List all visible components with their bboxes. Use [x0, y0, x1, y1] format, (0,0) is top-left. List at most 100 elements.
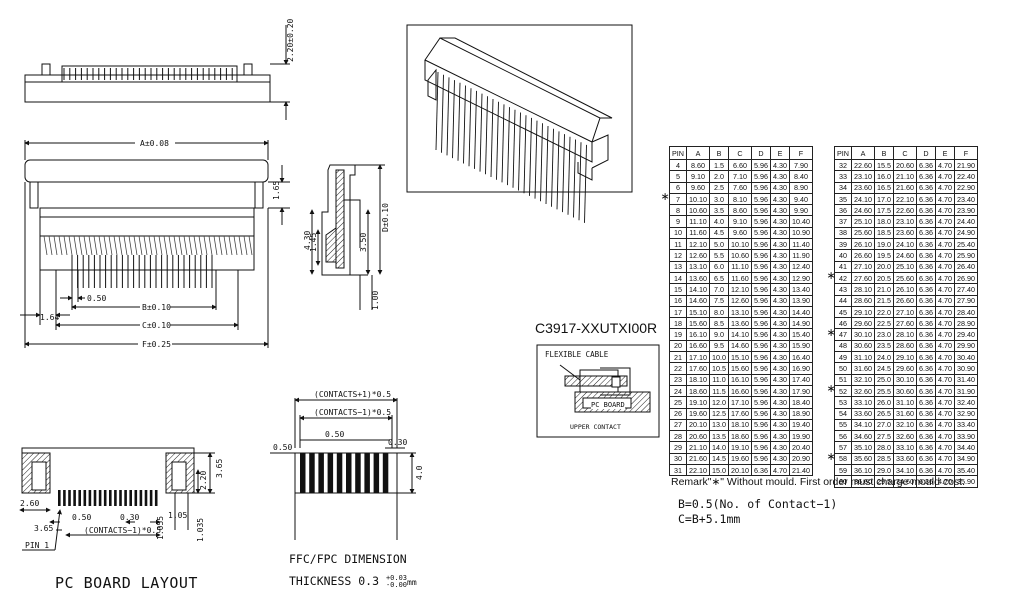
- pcb-dim-105: 1.05: [168, 511, 187, 520]
- table-cell-d: 6.36: [915, 305, 936, 319]
- dim-220: 2.20±0.20: [286, 18, 295, 62]
- table-cell-b: 17.0: [873, 192, 894, 206]
- table-cell-e: 4.70: [934, 384, 955, 398]
- table-cell-pin: 58: [834, 452, 852, 466]
- table-cell-d: 5.96: [750, 260, 771, 273]
- thickness-value: THICKNESS 0.3: [289, 574, 380, 588]
- table-cell-a: 8.60: [685, 158, 710, 172]
- table-cell-a: 11.10: [685, 215, 710, 228]
- table-cell-d: 5.96: [750, 339, 771, 353]
- table-cell-b: 16.5: [873, 181, 894, 194]
- table-cell-b: 15.0: [708, 464, 729, 477]
- table-cell-b: 26.0: [873, 396, 894, 409]
- table-cell-b: 4.5: [708, 226, 729, 240]
- table-cell-f: 27.40: [953, 283, 978, 296]
- table-cell-e: 4.30: [769, 418, 790, 432]
- dim-c: C±0.10: [142, 321, 171, 330]
- pcb-dim-1055: 1.055: [156, 516, 165, 540]
- table-cell-d: 5.96: [750, 226, 771, 240]
- pcb-pad: [114, 490, 117, 506]
- table-cell-pin: 23: [669, 373, 687, 386]
- table-cell-b: 3.5: [708, 204, 729, 217]
- table-cell-pin: 24: [669, 384, 687, 398]
- table-cell-pin: 30: [669, 452, 687, 466]
- table-header-b: B: [873, 146, 894, 160]
- ffc-dim-050: 0.50: [273, 443, 292, 452]
- table-cell-f: 24.40: [953, 215, 978, 228]
- iso-pin: [551, 128, 554, 207]
- front-hatch-line: [168, 235, 173, 256]
- table-cell-e: 4.30: [769, 181, 790, 194]
- table-cell-c: 11.10: [727, 260, 752, 273]
- table-cell-a: 27.60: [850, 271, 875, 285]
- table-cell-d: 6.36: [915, 362, 936, 375]
- table-cell-b: 11.0: [708, 373, 729, 386]
- table-cell-a: 33.60: [850, 407, 875, 420]
- table-cell-f: 19.90: [788, 430, 813, 443]
- table-cell-a: 10.10: [685, 192, 710, 206]
- table-header-a: A: [850, 146, 875, 160]
- table-cell-a: 15.60: [685, 317, 710, 330]
- table-cell-c: 20.10: [727, 464, 752, 477]
- front-hatch-line: [58, 235, 63, 256]
- ffc-conductor: [373, 453, 380, 493]
- pcb-layout: [19, 447, 215, 551]
- table-header-c: C: [892, 146, 917, 160]
- table-cell-e: 4.70: [934, 271, 955, 285]
- table-cell-f: 33.40: [953, 418, 978, 432]
- table-cell-d: 6.36: [915, 170, 936, 183]
- table-cell-e: 4.30: [769, 260, 790, 273]
- table-cell-pin: 37: [834, 215, 852, 228]
- table-cell-f: 9.90: [788, 204, 813, 217]
- table-cell-b: 22.5: [873, 317, 894, 330]
- table-cell-a: 9.60: [685, 181, 710, 194]
- table-cell-c: 19.10: [727, 441, 752, 454]
- table-cell-a: 32.10: [850, 373, 875, 386]
- table-cell-pin: 49: [834, 351, 852, 364]
- front-hatch-line: [118, 235, 123, 256]
- table-cell-c: 27.10: [892, 305, 917, 319]
- top-view: [24, 25, 290, 120]
- table-cell-d: 6.36: [915, 283, 936, 296]
- table-cell-b: 21.0: [873, 283, 894, 296]
- table-cell-f: 20.40: [788, 441, 813, 454]
- dim-164: 1.64: [40, 313, 59, 322]
- table-cell-d: 6.36: [915, 328, 936, 341]
- table-cell-e: 4.70: [934, 249, 955, 262]
- table-cell-c: 32.10: [892, 418, 917, 432]
- table-cell-pin: 22: [669, 362, 687, 375]
- table-cell-b: 2.5: [708, 181, 729, 194]
- table-cell-e: 4.70: [934, 418, 955, 432]
- table-cell-e: 4.70: [769, 464, 790, 477]
- table-cell-a: 10.60: [685, 204, 710, 217]
- table-cell-a: 35.10: [850, 441, 875, 454]
- table-cell-c: 10.10: [727, 238, 752, 251]
- table-cell-a: 29.60: [850, 317, 875, 330]
- table-cell-d: 5.96: [750, 430, 771, 443]
- table-header-f: F: [788, 146, 813, 160]
- pcb-dim-365: 3.65: [215, 459, 224, 478]
- table-cell-c: 18.60: [727, 430, 752, 443]
- table-cell-d: 6.36: [915, 452, 936, 466]
- table-cell-c: 30.60: [892, 384, 917, 398]
- table-cell-e: 4.70: [934, 396, 955, 409]
- table-cell-e: 4.70: [934, 317, 955, 330]
- table-cell-d: 5.96: [750, 192, 771, 206]
- table-cell-b: 7.0: [708, 283, 729, 296]
- table-cell-e: 4.30: [769, 430, 790, 443]
- front-view: [20, 140, 290, 348]
- table-cell-f: 9.40: [788, 192, 813, 206]
- table-cell-pin: 21: [669, 351, 687, 364]
- table-cell-c: 26.60: [892, 294, 917, 307]
- table-cell-a: 16.10: [685, 328, 710, 341]
- table-cell-b: 13.0: [708, 418, 729, 432]
- front-hatch-line: [143, 235, 148, 256]
